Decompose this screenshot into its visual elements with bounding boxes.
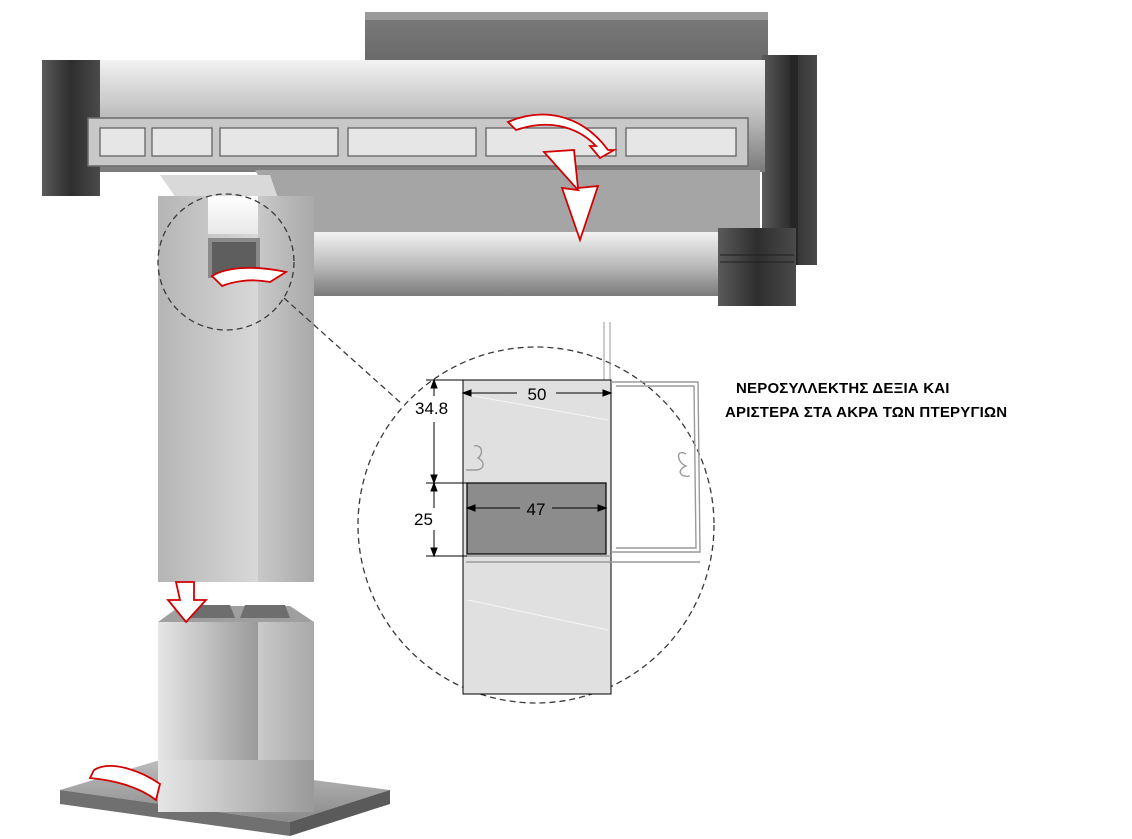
main-beam	[42, 60, 765, 196]
dimension-top-height: 34.8	[415, 399, 448, 418]
dimension-outer-width: 50	[528, 385, 547, 404]
flow-arrow-down-gutter	[542, 149, 600, 243]
flow-arrow-into-post	[210, 267, 289, 288]
detail-callout	[157, 193, 715, 704]
callout-line-1: ΝΕΡΟΣΥΛΛΕΚΤΗΣ ΔΕΞΙΑ ΚΑΙ	[736, 380, 950, 397]
section-detail	[462, 322, 701, 695]
dimension-channel-height: 25	[414, 510, 433, 529]
water-flow-arrows	[88, 113, 618, 802]
flow-arrow-base-out	[88, 765, 162, 802]
profile-outline	[466, 381, 701, 563]
flow-arrow-post-down	[166, 581, 209, 624]
upper-post	[158, 196, 314, 582]
dimension-channel-width: 47	[527, 500, 546, 519]
side-gutter-beam	[160, 170, 796, 306]
callout-line-2: ΑΡΙΣΤΕΡΑ ΣΤΑ ΑΚΡΑ ΤΩΝ ΠΤΕΡΥΓΙΩΝ	[725, 404, 1007, 421]
detail-magnified-circle	[357, 346, 715, 704]
water-collector-channel	[466, 482, 607, 555]
detail-connector-line	[283, 297, 403, 405]
detail-source-circle	[157, 193, 295, 331]
dimension-lines	[426, 378, 613, 558]
flow-arrow-curved-top	[506, 113, 618, 160]
